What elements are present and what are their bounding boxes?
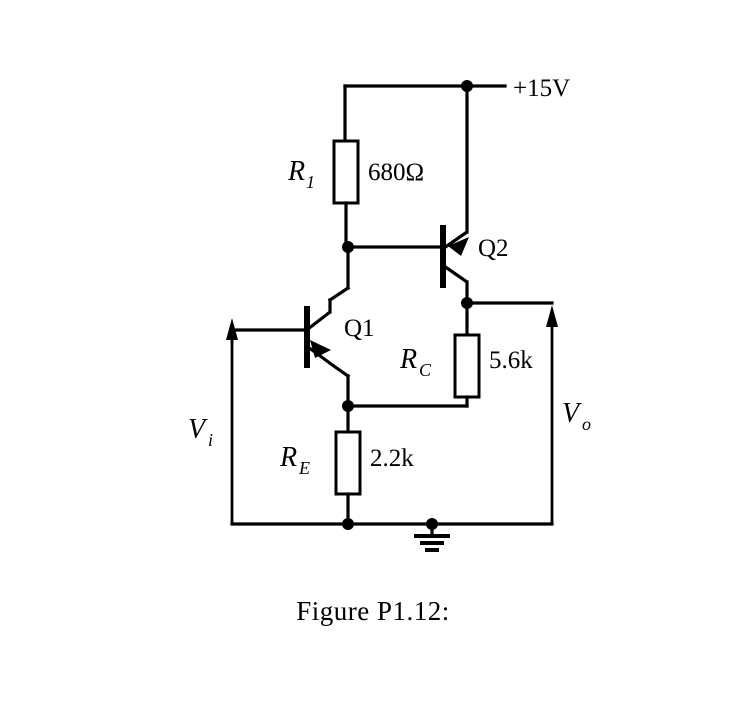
q1-emitter-arrow-icon bbox=[310, 340, 331, 358]
q1-collector-wire-diag bbox=[327, 285, 351, 303]
resistor-r1-value: 680Ω bbox=[368, 159, 424, 186]
q2-emitter-lead bbox=[443, 230, 468, 250]
resistor-rc-group: R C 5.6k bbox=[346, 301, 533, 408]
supply-rail-group bbox=[343, 80, 507, 234]
input-voltage-label: V bbox=[188, 414, 208, 445]
input-voltage-label-sub: i bbox=[208, 430, 213, 450]
output-voltage-label-sub: o bbox=[582, 414, 591, 434]
q1-emitter-wire-diag bbox=[328, 361, 351, 379]
ground-rail-group bbox=[230, 518, 554, 552]
vi-arrow-head-icon bbox=[226, 318, 238, 340]
supply-voltage-label: +15V bbox=[513, 75, 570, 102]
input-voltage-arrow-group: V i bbox=[188, 318, 238, 526]
resistor-rc-ref: R bbox=[399, 344, 417, 375]
resistor-re-value: 2.2k bbox=[370, 445, 414, 472]
transistor-q1-group: Q1 bbox=[230, 245, 375, 408]
vo-arrow-head-icon bbox=[546, 305, 558, 327]
ground-symbol-icon bbox=[414, 524, 450, 552]
resistor-re-group: R E 2.2k bbox=[279, 404, 414, 526]
resistor-re-ref-sub: E bbox=[298, 458, 310, 478]
resistor-r1-group: R 1 680Ω bbox=[287, 139, 424, 249]
node-dot-re-ground bbox=[342, 518, 354, 530]
resistor-re-ref: R bbox=[279, 442, 297, 473]
q2-collector-lead bbox=[443, 264, 468, 284]
resistor-rc-ref-sub: C bbox=[419, 360, 432, 380]
output-voltage-label: V bbox=[562, 398, 582, 429]
output-voltage-arrow-group: V o bbox=[465, 301, 591, 526]
resistor-rc-value: 5.6k bbox=[489, 347, 533, 374]
node-dot-supply bbox=[461, 80, 473, 92]
resistor-r1-ref-sub: 1 bbox=[306, 172, 315, 192]
q2-emitter-arrow-icon bbox=[448, 237, 469, 256]
resistor-re-body bbox=[334, 430, 362, 496]
resistor-r1-ref: R bbox=[287, 156, 305, 187]
transistor-q1-ref: Q1 bbox=[344, 315, 375, 342]
transistor-q2-ref: Q2 bbox=[478, 235, 509, 262]
resistor-rc-body bbox=[453, 333, 481, 399]
transistor-q2-group: Q2 bbox=[346, 225, 509, 305]
q1-collector-lead bbox=[307, 310, 331, 331]
figure-caption: Figure P1.12: bbox=[296, 596, 450, 626]
resistor-r1-body bbox=[332, 139, 360, 205]
